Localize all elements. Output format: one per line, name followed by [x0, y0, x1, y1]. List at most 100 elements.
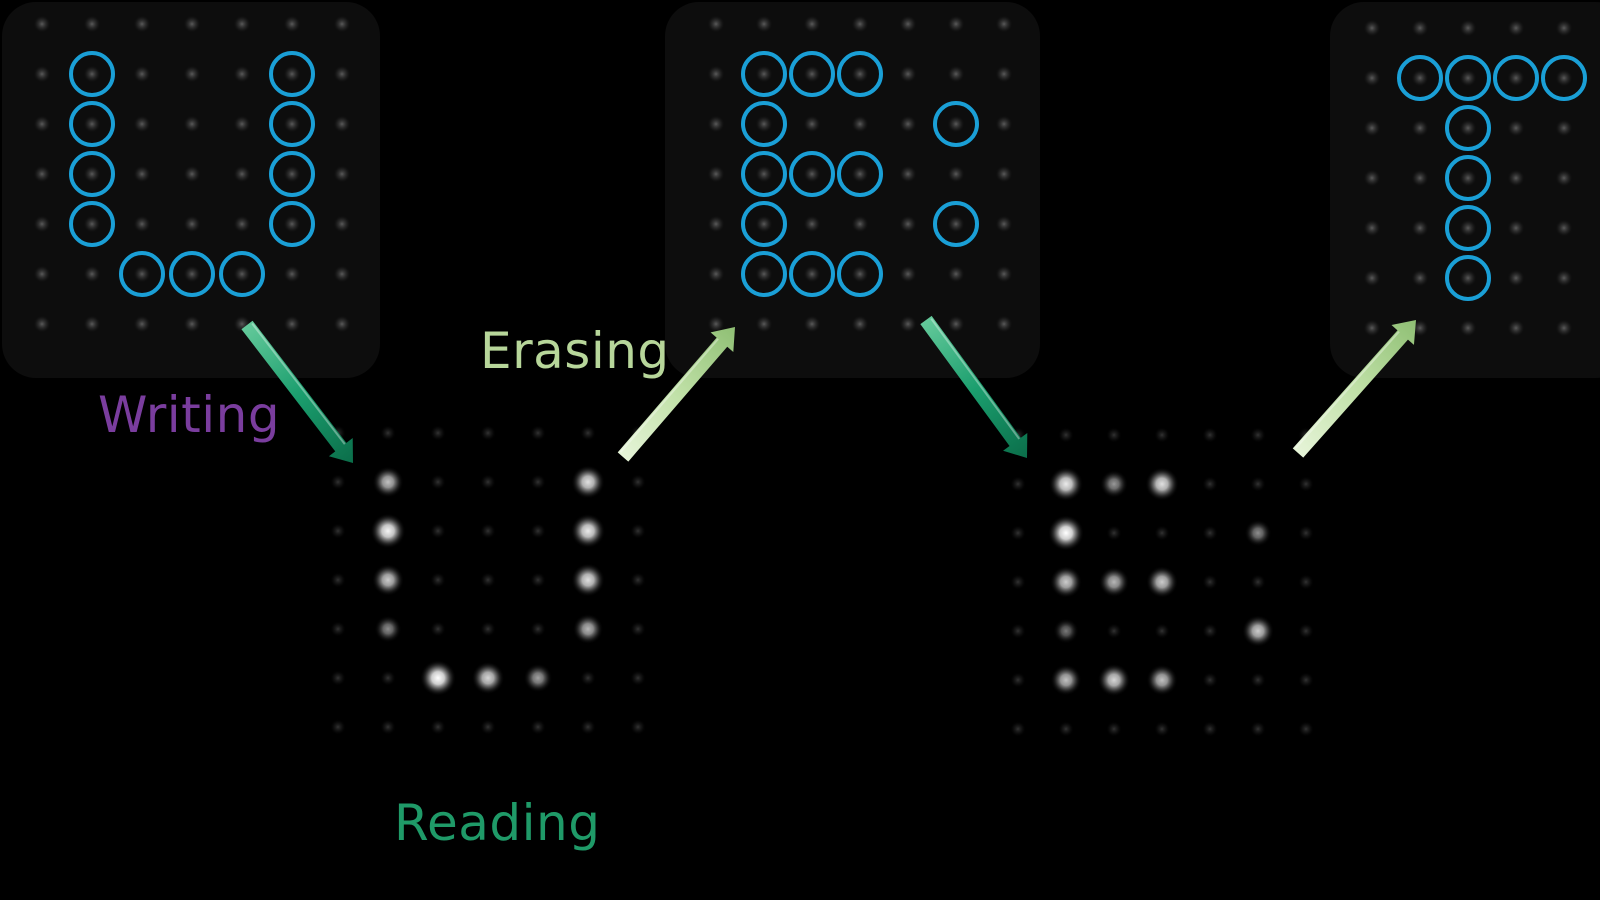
lattice-site [851, 315, 869, 333]
readout-lattice-site [1058, 427, 1074, 443]
lattice-site [1459, 169, 1477, 187]
lattice-site [1555, 269, 1573, 287]
atom-spot [571, 563, 605, 597]
lattice-site [333, 15, 351, 33]
lattice-site [1459, 219, 1477, 237]
lattice-site [755, 115, 773, 133]
lattice-site [899, 15, 917, 33]
readout-lattice-site [1250, 574, 1266, 590]
target-circle [837, 51, 883, 97]
readout-lattice-site [1106, 427, 1122, 443]
atom-spot [374, 615, 402, 643]
lattice-site [947, 65, 965, 83]
arrow-highlight [930, 318, 1021, 440]
atom-spot [1048, 466, 1084, 502]
lattice-site [947, 315, 965, 333]
lattice-site [83, 165, 101, 183]
lattice-site [83, 115, 101, 133]
lattice-site [1411, 19, 1429, 37]
target-circle [933, 201, 979, 247]
target-circle [1541, 55, 1587, 101]
lattice-site [333, 65, 351, 83]
lattice-site [755, 65, 773, 83]
readout-lattice-site [1202, 623, 1218, 639]
lattice-site [803, 15, 821, 33]
arrow-shape [1292, 320, 1416, 458]
lattice-site [1363, 119, 1381, 137]
target-circle [69, 101, 115, 147]
target-circle [1445, 55, 1491, 101]
atom-spot [1100, 470, 1128, 498]
lattice-site [183, 215, 201, 233]
lattice-site [283, 65, 301, 83]
readout-lattice-site [1202, 525, 1218, 541]
lattice-site [851, 15, 869, 33]
target-circle [837, 151, 883, 197]
target-circle [741, 151, 787, 197]
lattice-site [133, 65, 151, 83]
lattice-site [33, 165, 51, 183]
target-circle [69, 151, 115, 197]
readout-images [330, 425, 1314, 737]
target-circle [1445, 205, 1491, 251]
readout-lattice-site [1298, 672, 1314, 688]
lattice-site [803, 115, 821, 133]
atom-spot [372, 564, 404, 596]
writing-label: Writing [98, 386, 281, 444]
lattice-site [803, 265, 821, 283]
target-circle [269, 201, 315, 247]
lattice-site [851, 215, 869, 233]
target-circle [269, 151, 315, 197]
readout-lattice-site [1010, 672, 1026, 688]
lattice-site [995, 215, 1013, 233]
lattice-site [995, 15, 1013, 33]
atom-spot [1244, 519, 1272, 547]
lattice-site [33, 65, 51, 83]
panel-background [1330, 2, 1600, 378]
lattice-site [283, 215, 301, 233]
lattice-site [803, 315, 821, 333]
lattice-site [707, 15, 725, 33]
atom-spot [370, 513, 406, 549]
lattice-site [707, 165, 725, 183]
lattice-site [1459, 19, 1477, 37]
lattice-site [1363, 19, 1381, 37]
lattice-site [183, 65, 201, 83]
target-circle [837, 251, 883, 297]
lattice-site [755, 165, 773, 183]
arrow-shape [617, 326, 735, 462]
lattice-site [133, 315, 151, 333]
lattice-site [1555, 319, 1573, 337]
readout-lattice-site [330, 670, 346, 686]
atom-spot [420, 660, 456, 696]
readout-lattice-site [1202, 672, 1218, 688]
lattice-site [803, 165, 821, 183]
lattice-site [83, 215, 101, 233]
lattice-site [995, 115, 1013, 133]
lattice-site [899, 215, 917, 233]
letter-panel-u [2, 2, 380, 378]
readout-lattice-site [1106, 721, 1122, 737]
readout-lattice-site [1298, 574, 1314, 590]
lattice-site [899, 115, 917, 133]
atom-spot [523, 663, 553, 693]
target-circle [933, 101, 979, 147]
lattice-site [1363, 319, 1381, 337]
lattice-site [83, 265, 101, 283]
lattice-site [995, 265, 1013, 283]
atom-spot [1053, 618, 1079, 644]
readout-lattice-site [530, 572, 546, 588]
process-arrows [241, 315, 1416, 463]
lattice-site [851, 265, 869, 283]
reading-label: Reading [394, 794, 601, 852]
readout-lattice-site [530, 425, 546, 441]
readout-lattice-site [630, 523, 646, 539]
letter-panel-t [1330, 2, 1600, 378]
lattice-site [1459, 269, 1477, 287]
atom-spot [1048, 515, 1084, 551]
target-circle [741, 201, 787, 247]
target-circle [69, 201, 115, 247]
readout-lattice-site [630, 572, 646, 588]
readout-lattice-site [480, 621, 496, 637]
